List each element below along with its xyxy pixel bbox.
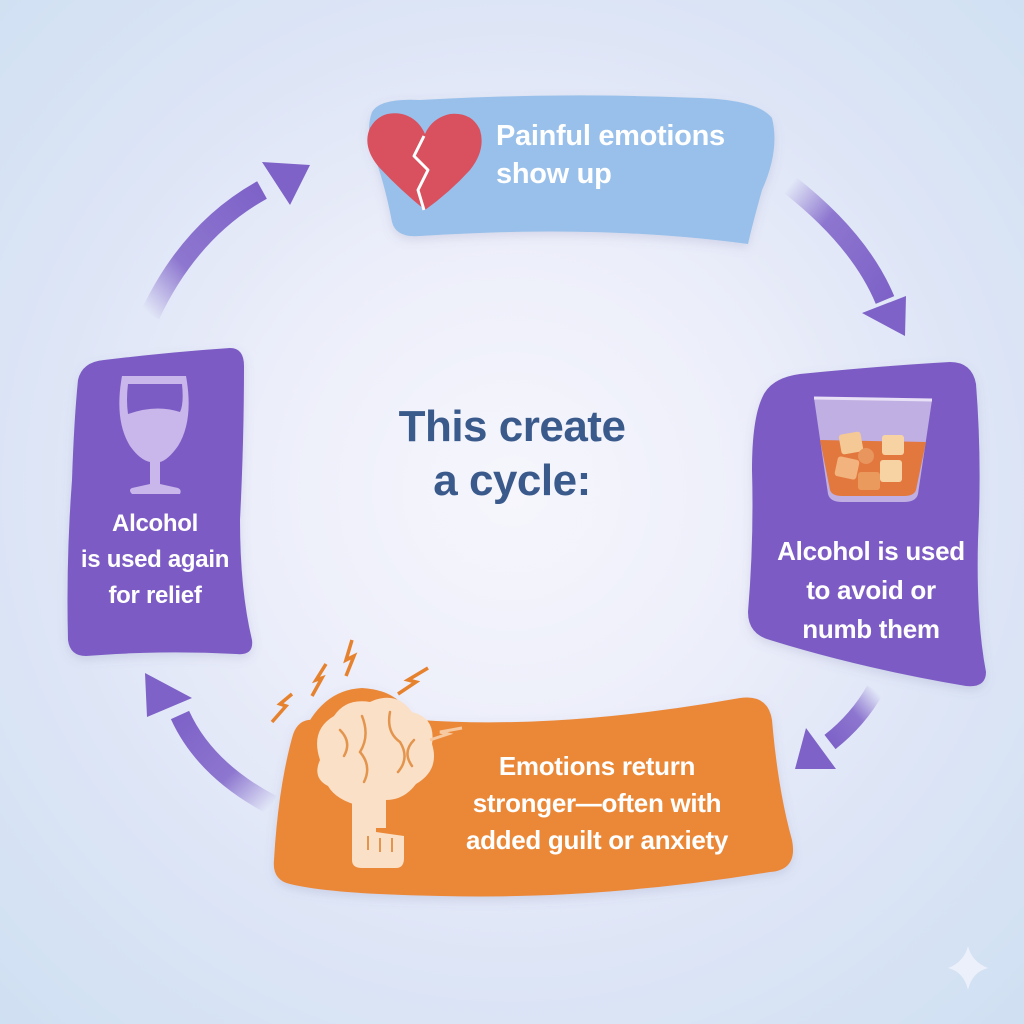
center-title: This create a cycle:	[362, 400, 662, 507]
center-title-line: a cycle:	[433, 455, 591, 505]
step-card-alcohol-avoid	[748, 362, 986, 687]
step-text-emotions-return: Emotions return stronger—often with adde…	[432, 748, 762, 859]
step-text-line: show up	[496, 157, 612, 190]
arrow-top-to-right	[783, 177, 906, 336]
step-text-line: is used again	[80, 546, 230, 573]
step-text-alcohol-avoid: Alcohol is used to avoid or numb them	[758, 532, 984, 649]
arrow-bottom-to-left	[145, 673, 277, 814]
step-text-painful-emotions: Painful emotions show up	[496, 118, 776, 193]
arrow-right-to-bottom	[795, 685, 883, 769]
step-text-line: for relief	[108, 582, 202, 609]
wine-glass-icon	[119, 376, 189, 494]
step-text-line: Emotions return	[498, 751, 696, 781]
step-text-line: stronger—often with	[472, 787, 722, 818]
stressed-brain-icon	[270, 639, 463, 868]
step-text-line: Alcohol is used	[777, 536, 965, 566]
step-text-line: Alcohol	[112, 510, 198, 537]
step-text-line: added guilt or anxiety	[465, 824, 729, 855]
step-text-line: to avoid or	[806, 575, 936, 605]
whiskey-glass-icon	[813, 396, 933, 502]
broken-heart-icon	[367, 113, 482, 211]
sparkle-icon	[948, 946, 988, 990]
step-text-alcohol-relief: Alcohol is used again for relief	[60, 506, 250, 614]
center-title-line: This create	[398, 402, 626, 451]
arrow-left-to-top	[140, 162, 310, 320]
step-card-alcohol-relief	[67, 348, 253, 656]
step-text-line: Painful emotions	[496, 120, 725, 152]
step-text-line: numb them	[802, 614, 940, 644]
